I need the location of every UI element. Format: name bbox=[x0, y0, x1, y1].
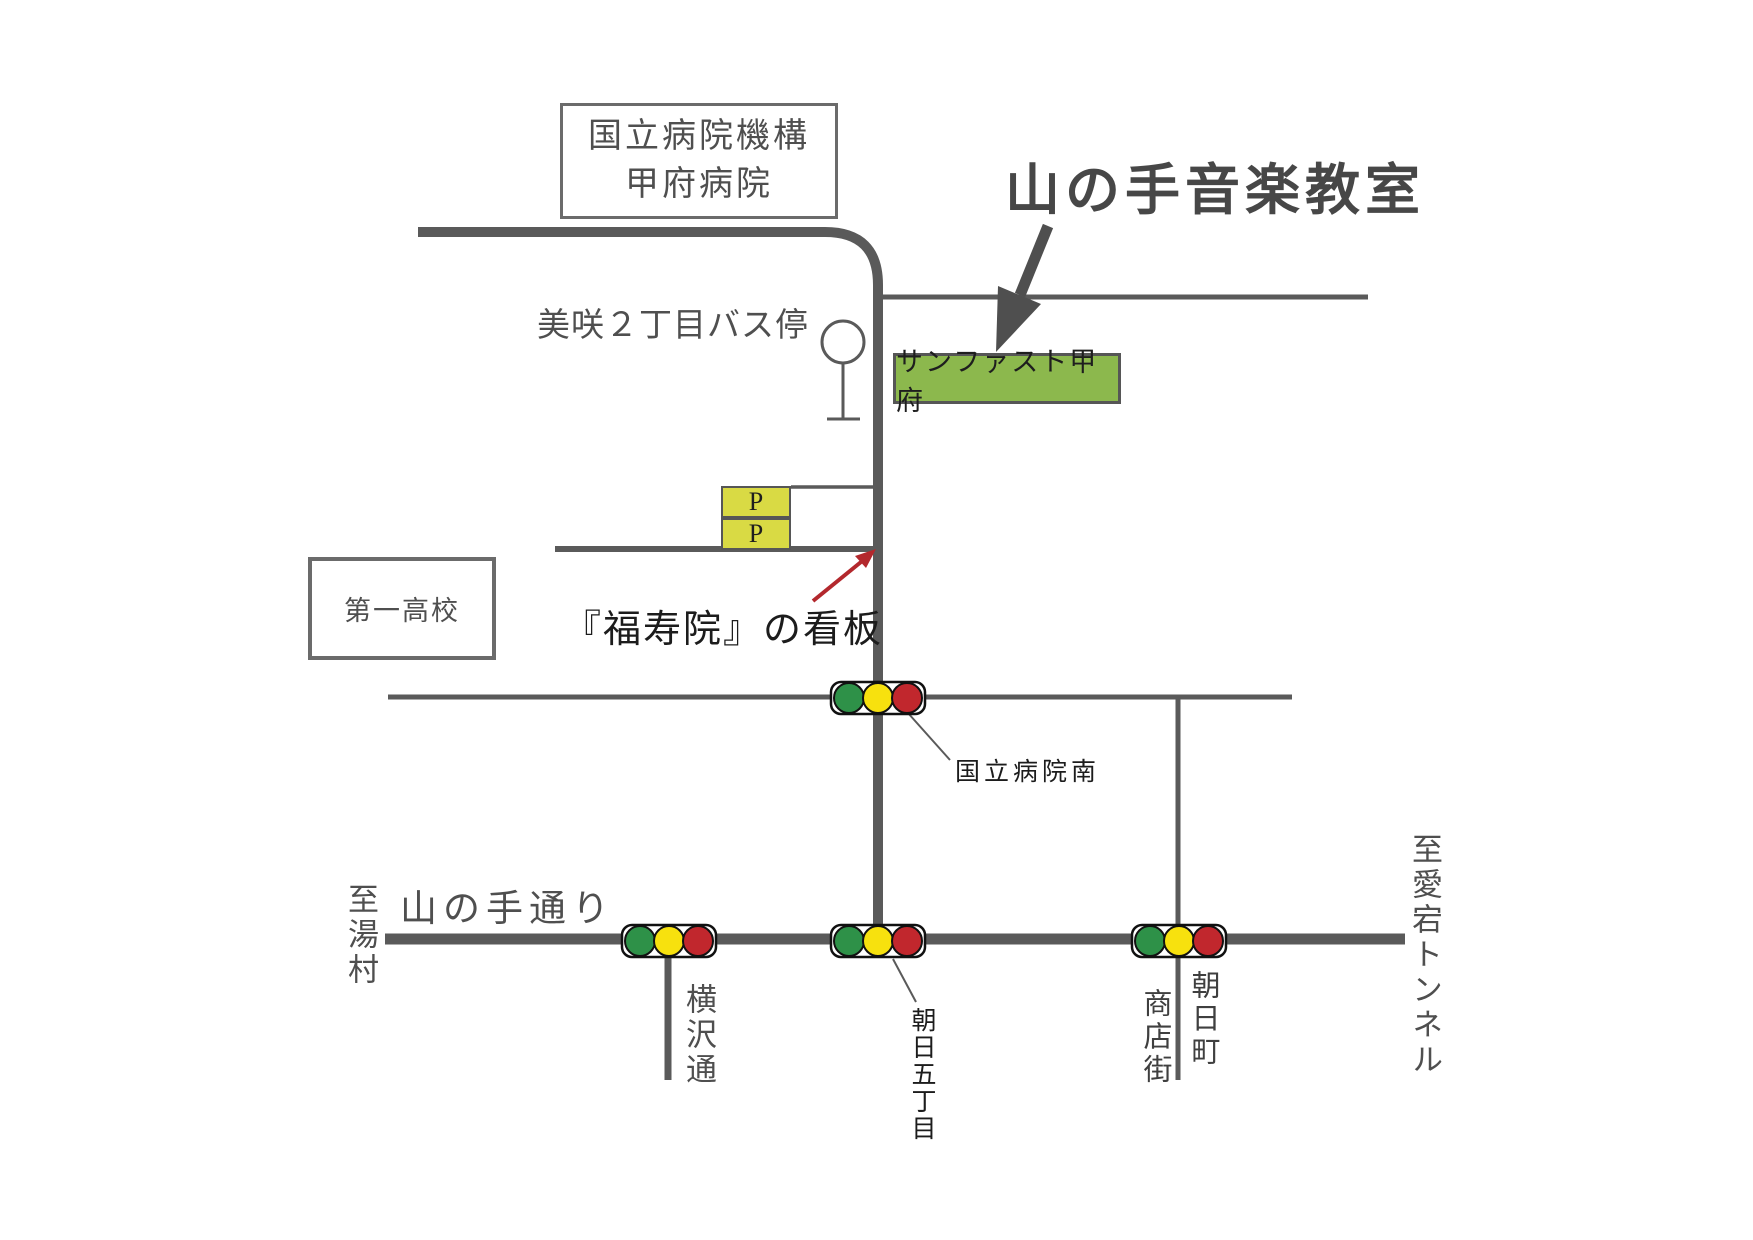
bus-stop-icon bbox=[820, 319, 866, 421]
kokuritsu-minami-pointer-line bbox=[907, 712, 951, 761]
bus-stop-label: 美咲２丁目バス停 bbox=[537, 308, 809, 344]
parking-box-2: P bbox=[721, 518, 791, 550]
traffic-light-kokuritsu-minami bbox=[829, 680, 927, 716]
asahi5-pointer-line bbox=[892, 958, 917, 1003]
signal-label-kokuritsu-minami: 国立病院南 bbox=[955, 759, 1101, 786]
street-label-to-yumura: 至湯村 bbox=[343, 883, 378, 988]
traffic-light-asahi-5chome bbox=[829, 923, 927, 959]
signal-label-asahi-5chome: 朝日五丁目 bbox=[908, 1007, 935, 1142]
street-label-yokosawa: 横沢通 bbox=[681, 983, 716, 1088]
big-arrow-icon bbox=[996, 223, 1054, 352]
signboard-note-label: 『福寿院』の看板 bbox=[563, 609, 884, 651]
destination-building-box: サンファスト甲府 bbox=[893, 347, 1121, 416]
page-title: 山の手音楽教室 bbox=[1005, 160, 1426, 221]
hospital-box: 国立病院機構 甲府病院 bbox=[560, 103, 838, 219]
main-road bbox=[418, 227, 883, 934]
street-label-to-atago-tunnel: 至愛宕トンネル bbox=[1407, 833, 1442, 1078]
school-name: 第一高校 bbox=[344, 596, 460, 626]
street-label-asahicho: 朝日町 bbox=[1187, 970, 1219, 1069]
red-arrow-icon bbox=[811, 549, 876, 603]
hospital-name-line1: 国立病院機構 bbox=[588, 118, 810, 155]
parking-box-1: P bbox=[721, 486, 791, 518]
traffic-light-asahicho bbox=[1130, 923, 1228, 959]
school-box: 第一高校 bbox=[308, 557, 496, 660]
street-label-shotengai: 商店街 bbox=[1139, 988, 1171, 1087]
hospital-name-line2: 甲府病院 bbox=[625, 166, 773, 203]
traffic-light-yokosawa bbox=[620, 923, 718, 959]
street-label-yamanote-dori: 山の手通り bbox=[400, 889, 615, 930]
